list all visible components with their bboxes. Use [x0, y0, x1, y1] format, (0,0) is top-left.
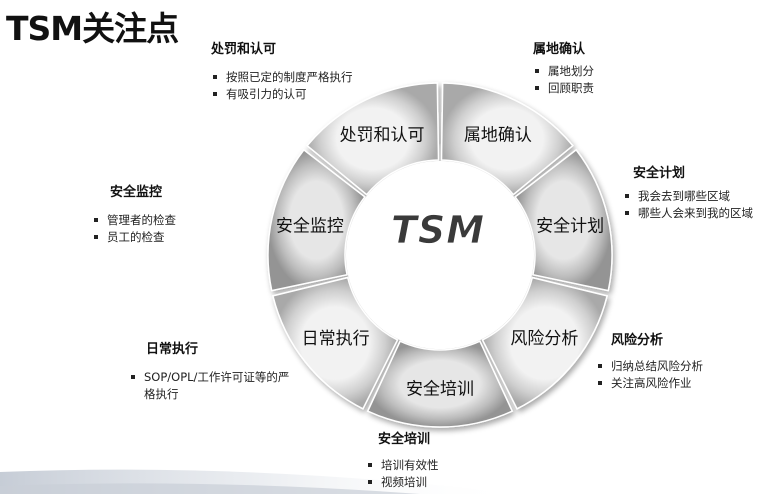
- page-title: TSM关注点: [6, 9, 179, 48]
- desc-block-punish: 处罚和认可 按照已定的制度严格执行 有吸引力的认可: [211, 38, 353, 103]
- desc-item: 归纳总结风险分析: [596, 358, 703, 375]
- desc-block-plan: 安全计划 我会去到哪些区域 哪些人会来到我的区域: [625, 162, 753, 222]
- desc-title: 属地确认: [533, 42, 586, 57]
- desc-item: 按照已定的制度严格执行: [211, 69, 353, 86]
- desc-item: 视频培训: [366, 474, 439, 491]
- bottom-swoosh-decoration: [0, 469, 520, 494]
- desc-item: 哪些人会来到我的区域: [623, 205, 753, 222]
- desc-title: 处罚和认可: [211, 42, 277, 57]
- desc-item: 回顾职责: [533, 80, 594, 97]
- desc-item: 关注高风险作业: [596, 375, 703, 392]
- desc-block-training: 安全培训 培训有效性 视频培训: [367, 428, 439, 491]
- segment-label: 安全培训: [406, 380, 474, 400]
- segment-label: 处罚和认可: [340, 126, 425, 146]
- ring-segment: [272, 276, 399, 410]
- desc-title: 风险分析: [611, 333, 664, 348]
- segment-label: 安全计划: [536, 216, 604, 236]
- desc-item: SOP/OPL/工作许可证等的严格执行: [129, 369, 300, 403]
- desc-item: 员工的检查: [92, 229, 176, 246]
- ring-segment: [366, 340, 514, 428]
- desc-item: 有吸引力的认可: [211, 86, 353, 103]
- ring-segment: [481, 276, 608, 410]
- desc-title: 安全监控: [110, 185, 163, 200]
- ring-segment: [440, 82, 574, 196]
- ring-segment: [267, 148, 366, 292]
- segment-label: 属地确认: [464, 126, 532, 146]
- desc-title: 日常执行: [146, 342, 199, 357]
- desc-block-territory: 属地确认 属地划分 回顾职责: [533, 38, 594, 97]
- ring-segment: [306, 82, 440, 196]
- desc-title: 安全培训: [378, 432, 431, 447]
- desc-block-execution: 日常执行 SOP/OPL/工作许可证等的严格执行: [131, 338, 300, 403]
- ring-center: [346, 161, 534, 349]
- desc-item: 属地划分: [533, 63, 594, 80]
- segment-label: 风险分析: [510, 329, 578, 349]
- segment-label: 安全监控: [276, 216, 344, 236]
- desc-block-monitor: 安全监控 管理者的检查 员工的检查: [94, 181, 176, 246]
- center-label: TSM: [391, 208, 485, 252]
- desc-item: 管理者的检查: [92, 212, 176, 229]
- desc-item: 我会去到哪些区域: [623, 188, 753, 205]
- segment-label: 日常执行: [302, 329, 370, 349]
- desc-title: 安全计划: [633, 166, 686, 181]
- desc-block-risk: 风险分析 归纳总结风险分析 关注高风险作业: [598, 329, 703, 392]
- ring-segment: [514, 148, 613, 292]
- desc-item: 培训有效性: [366, 457, 439, 474]
